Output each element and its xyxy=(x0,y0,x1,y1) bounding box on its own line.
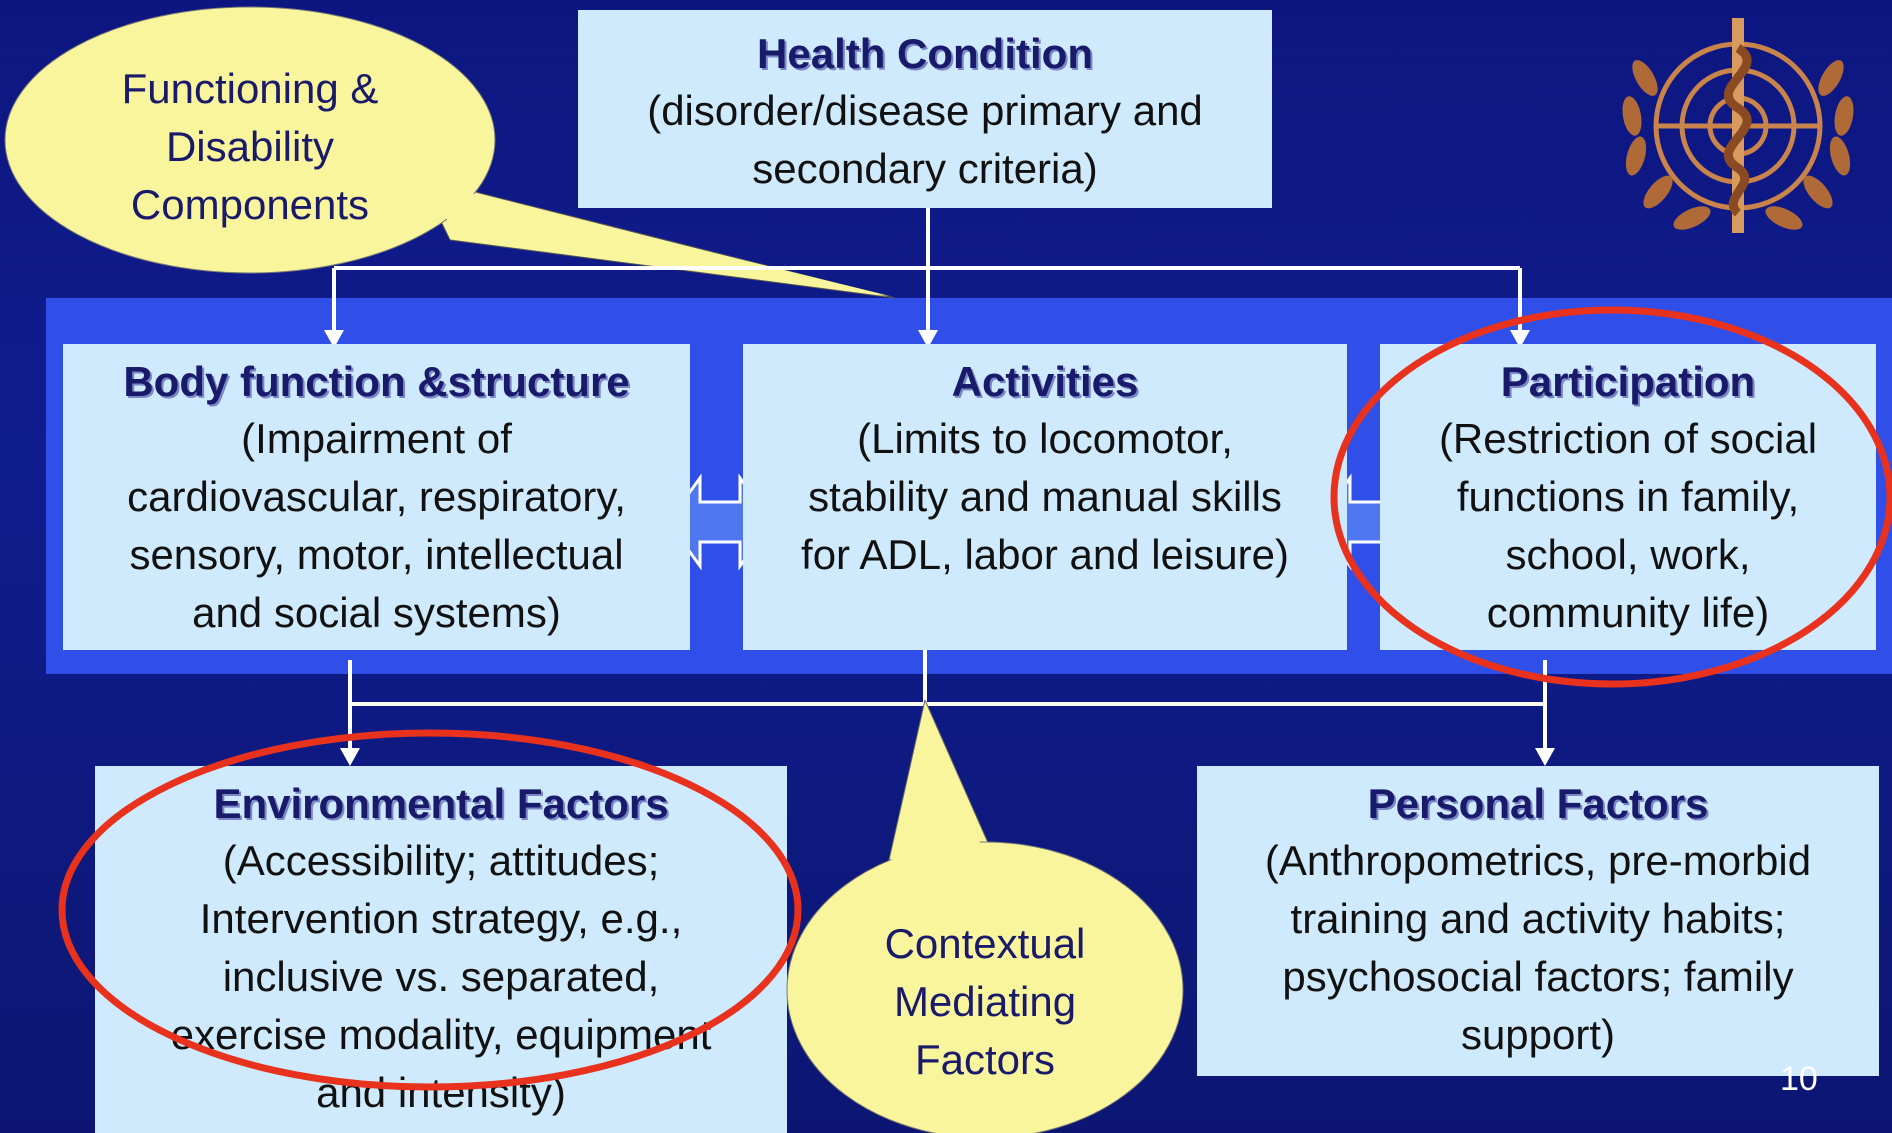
contextual-callout-line: Factors xyxy=(914,1036,1056,1083)
activities-line: stability and manual skills xyxy=(808,473,1282,520)
participation-line: community life) xyxy=(1486,589,1770,636)
participation-highlight-ring xyxy=(1330,306,1892,688)
activities-title: Activities xyxy=(951,358,1139,405)
personal-factors-line: psychosocial factors; family xyxy=(1282,953,1794,1000)
environmental-factors-line: (Accessibility; attitudes; xyxy=(222,837,660,884)
body-function-line: sensory, motor, intellectual xyxy=(129,531,624,578)
participation-box: Participation (Restriction of social fun… xyxy=(1380,344,1876,650)
activities-box: Activities (Limits to locomotor, stabili… xyxy=(743,344,1347,650)
environmental-factors-box: Environmental Factors (Accessibility; at… xyxy=(95,766,787,1133)
environmental-factors-line: Intervention strategy, e.g., xyxy=(199,895,683,942)
top-connector xyxy=(332,200,1522,336)
personal-factors-title: Personal Factors xyxy=(1367,780,1709,827)
contextual-callout-bubble xyxy=(786,699,1184,1133)
health-condition-line: (disorder/disease primary and xyxy=(647,87,1203,134)
health-condition-title: Health Condition xyxy=(757,30,1093,77)
environmental-factors-line: exercise modality, equipment xyxy=(170,1011,712,1058)
page-number: 10 xyxy=(1780,1060,1818,1098)
environmental-factors-title: Environmental Factors xyxy=(213,780,669,827)
health-condition-box: Health Condition (disorder/disease prima… xyxy=(578,10,1272,208)
participation-line: school, work, xyxy=(1505,531,1751,578)
environmental-factors-line: inclusive vs. separated, xyxy=(222,953,660,1000)
participation-line: functions in family, xyxy=(1456,473,1800,520)
personal-factors-line: (Anthropometrics, pre-morbid xyxy=(1264,837,1812,884)
contextual-callout-line: Contextual xyxy=(884,920,1086,967)
activities-line: (Limits to locomotor, xyxy=(857,415,1233,462)
body-function-line: (Impairment of xyxy=(241,415,512,462)
environmental-factors-line: and intensity) xyxy=(316,1069,566,1116)
body-function-box: Body function &structure (Impairment of … xyxy=(63,344,690,650)
bottom-arrowheads xyxy=(340,748,1555,766)
personal-factors-box: Personal Factors (Anthropometrics, pre-m… xyxy=(1197,766,1879,1076)
body-function-line: and social systems) xyxy=(192,589,561,636)
functioning-callout-line: Components xyxy=(130,181,370,228)
contextual-callout: Contextual Mediating Factors xyxy=(800,915,1170,1089)
activities-line: for ADL, labor and leisure) xyxy=(801,531,1289,578)
personal-factors-line: training and activity habits; xyxy=(1290,895,1786,942)
participation-line: (Restriction of social xyxy=(1438,415,1818,462)
participation-title: Participation xyxy=(1500,358,1756,405)
functioning-callout-line: Functioning & xyxy=(121,65,379,112)
body-function-title: Body function &structure xyxy=(123,358,630,405)
functioning-callout-line: Disability xyxy=(165,123,335,170)
health-condition-line: secondary criteria) xyxy=(752,145,1098,192)
contextual-callout-line: Mediating xyxy=(893,978,1077,1025)
personal-factors-line: support) xyxy=(1460,1011,1616,1058)
body-function-line: cardiovascular, respiratory, xyxy=(127,473,626,520)
functioning-callout: Functioning & Disability Components xyxy=(40,60,460,234)
environmental-highlight-ring xyxy=(58,729,802,1091)
who-emblem-icon xyxy=(1622,18,1854,233)
